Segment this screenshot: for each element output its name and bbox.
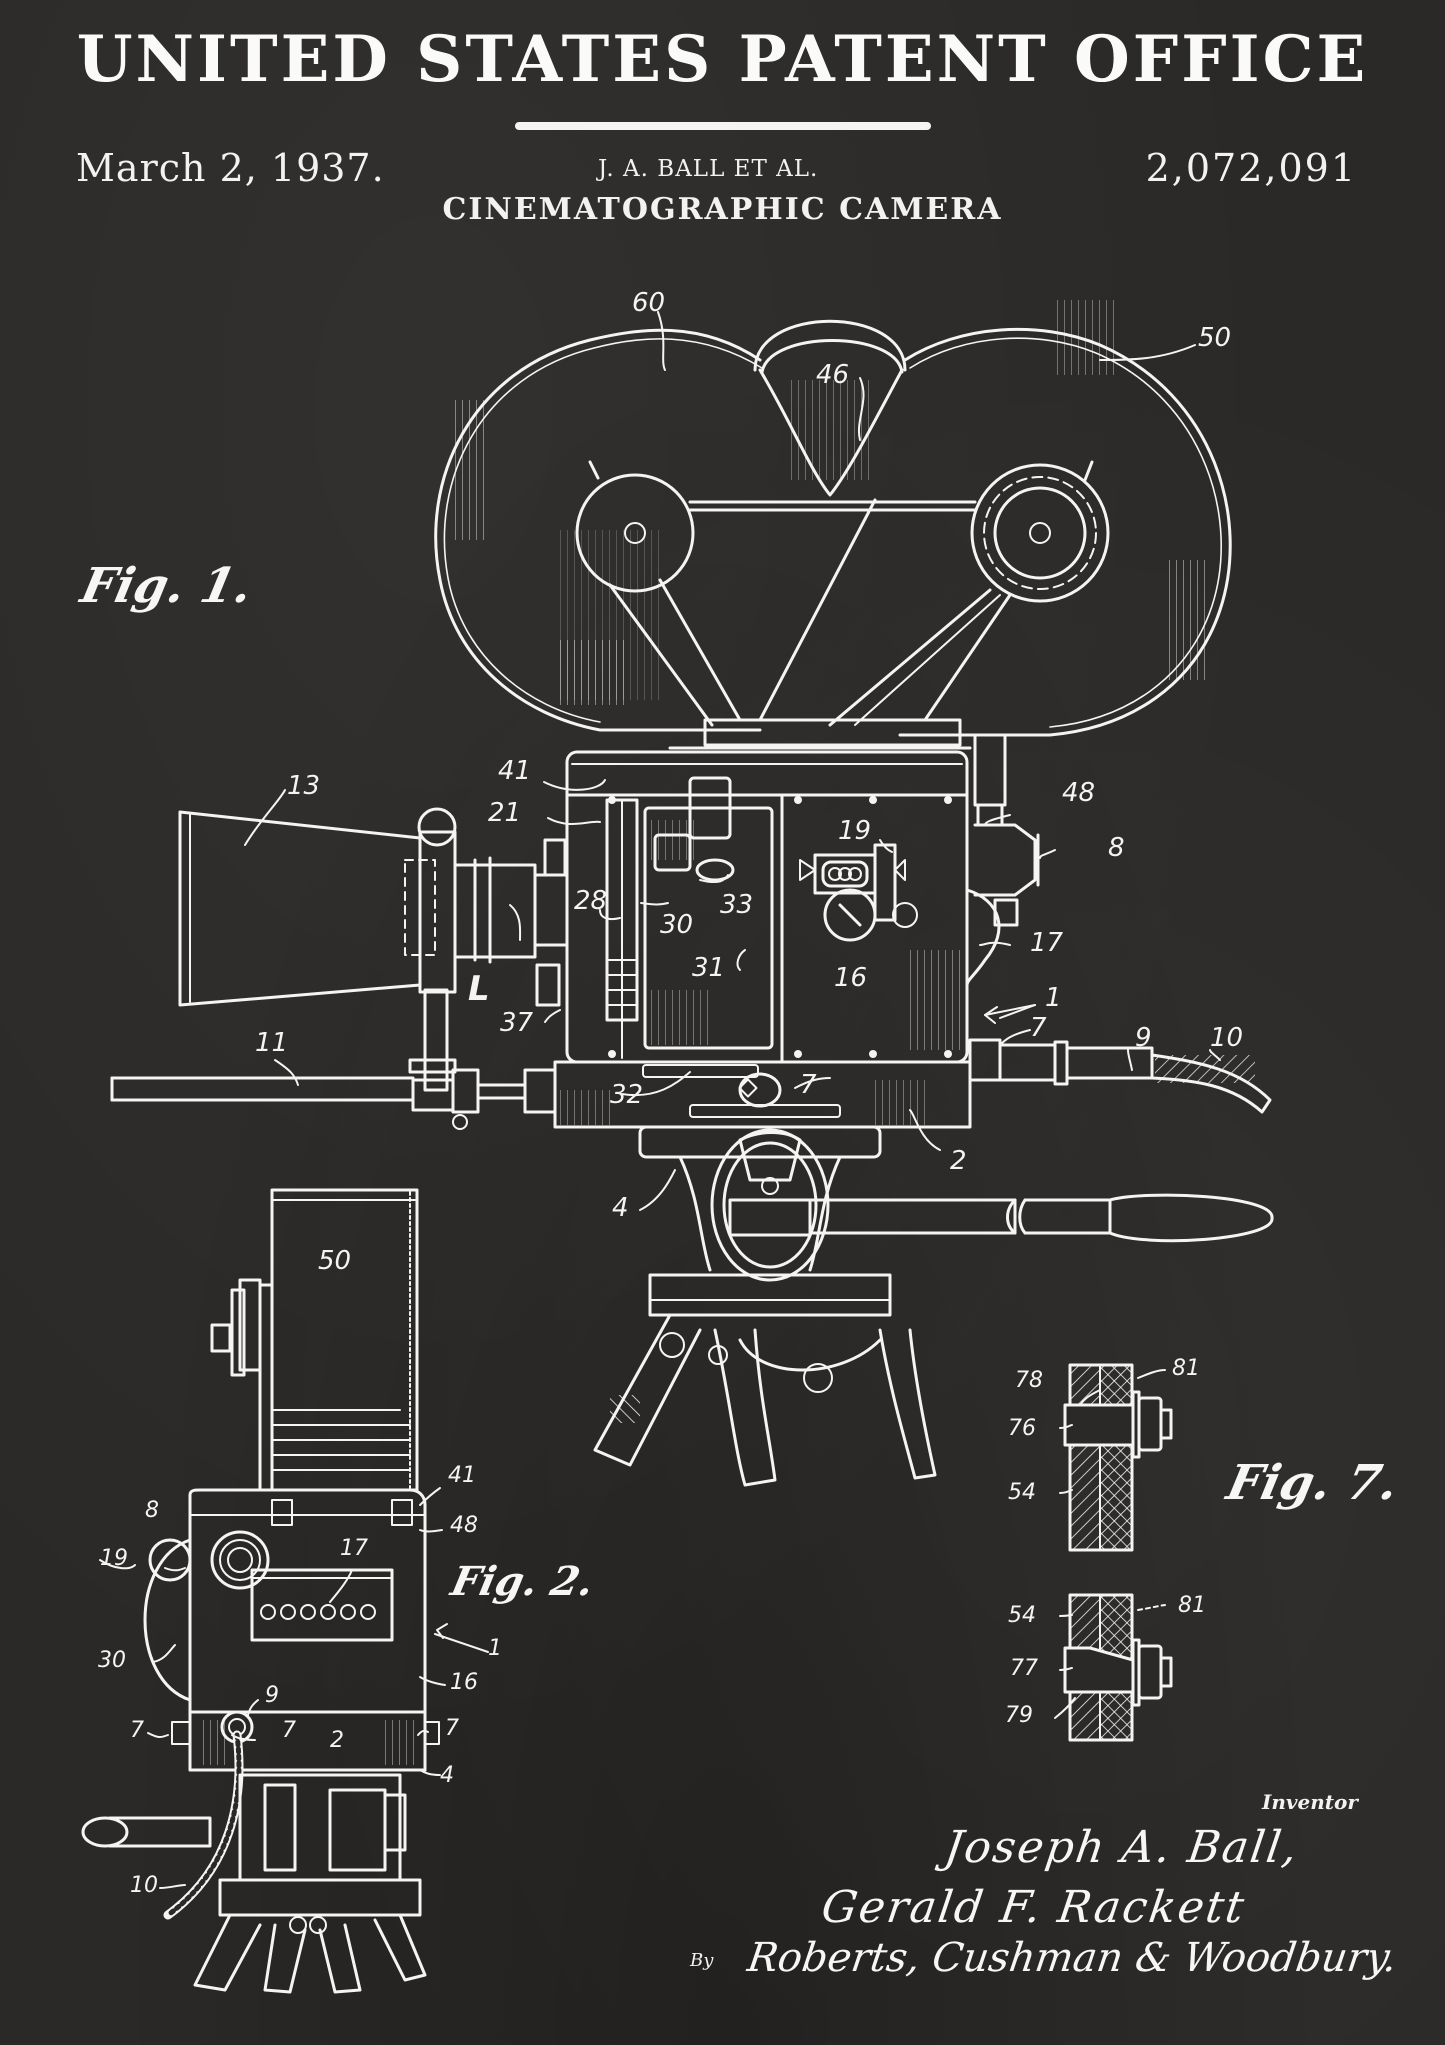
ref-f2-7c: 7 <box>445 1716 459 1741</box>
ref-17: 17 <box>1030 928 1064 958</box>
ref-13: 13 <box>287 771 321 801</box>
ref-30: 30 <box>660 910 694 940</box>
office-heading: UNITED STATES PATENT OFFICE <box>76 22 1369 97</box>
ref-4: 4 <box>612 1193 629 1223</box>
ref-f2-19: 19 <box>100 1546 128 1571</box>
ref-f2-9: 9 <box>265 1683 279 1708</box>
by-label: By <box>690 1950 714 1971</box>
fig1-label: Fig. 1. <box>76 558 258 614</box>
patent-number: 2,072,091 <box>1145 146 1357 190</box>
ref-19: 19 <box>838 816 872 846</box>
ref-f7-79: 79 <box>1005 1703 1033 1728</box>
ref-28: 28 <box>574 886 608 916</box>
fig1-drawing <box>110 300 1274 1487</box>
ref-L: L <box>468 969 490 1009</box>
patent-title: CINEMATOGRAPHIC CAMERA <box>442 192 1003 227</box>
ref-f2-1: 1 <box>488 1636 502 1661</box>
ref-f2-7a: 7 <box>130 1718 144 1743</box>
ref-f7-54a: 54 <box>1008 1480 1036 1505</box>
ref-f2-30: 30 <box>98 1648 126 1673</box>
ref-f7-78: 78 <box>1015 1368 1043 1393</box>
ref-32: 32 <box>610 1080 644 1110</box>
ref-f7-76: 76 <box>1008 1416 1036 1441</box>
patent-date: March 2, 1937. <box>76 146 385 190</box>
ref-f2-17: 17 <box>340 1536 368 1561</box>
ref-9: 9 <box>1135 1023 1152 1053</box>
ref-21: 21 <box>488 798 522 828</box>
ref-f7-81a: 81 <box>1172 1356 1200 1381</box>
inventors-short: J. A. BALL ET AL. <box>598 156 819 182</box>
ref-60: 60 <box>632 288 666 318</box>
attorneys-signature: Roberts, Cushman & Woodbury. <box>744 1935 1400 1981</box>
ref-11: 11 <box>255 1028 289 1058</box>
ref-48: 48 <box>1062 778 1096 808</box>
ref-46: 46 <box>816 360 850 390</box>
ref-10: 10 <box>1210 1023 1244 1053</box>
ref-37: 37 <box>500 1008 534 1038</box>
ref-f7-54b: 54 <box>1008 1603 1036 1628</box>
ref-2: 2 <box>950 1146 967 1176</box>
ref-f2-48: 48 <box>450 1513 478 1538</box>
ref-f2-2: 2 <box>330 1728 344 1753</box>
ref-1: 1 <box>1045 983 1062 1013</box>
ref-50: 50 <box>1198 323 1232 353</box>
ref-f7-77: 77 <box>1010 1656 1038 1681</box>
ref-f2-50: 50 <box>318 1246 352 1276</box>
ref-f2-10: 10 <box>130 1873 158 1898</box>
ref-f2-4: 4 <box>440 1763 454 1788</box>
ref-31: 31 <box>692 953 726 983</box>
ref-33: 33 <box>720 890 754 920</box>
ref-f2-8: 8 <box>145 1498 159 1523</box>
fig2-label: Fig. 2. <box>447 1558 599 1605</box>
ref-7: 7 <box>1030 1013 1047 1043</box>
ref-f2-41: 41 <box>448 1463 476 1488</box>
ref-f2-7b: 7 <box>282 1718 296 1743</box>
inventor-name-1: Joseph A. Ball, <box>941 1822 1303 1873</box>
heading-divider <box>515 122 931 130</box>
ref-8: 8 <box>1108 833 1125 863</box>
ref-f7-81b: 81 <box>1178 1593 1206 1618</box>
inventor-heading: Inventor <box>1262 1790 1358 1814</box>
inventor-name-2: Gerald F. Rackett <box>818 1882 1249 1933</box>
fig2-drawing <box>81 1188 440 1994</box>
fig7-drawing <box>1063 1363 1173 1742</box>
ref-7b: 7 <box>800 1070 817 1100</box>
ref-f2-16: 16 <box>450 1670 478 1695</box>
ref-41: 41 <box>498 756 532 786</box>
ref-16: 16 <box>834 963 868 993</box>
fig7-label: Fig. 7. <box>1222 1455 1404 1511</box>
